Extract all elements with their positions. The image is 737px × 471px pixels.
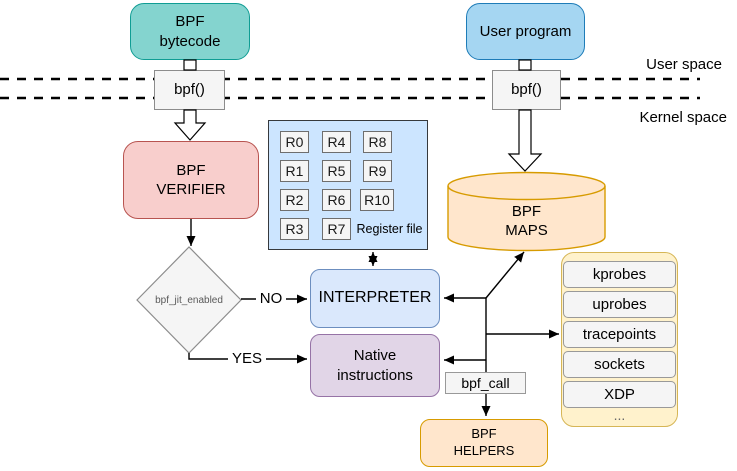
bpf-verifier-node: BPF VERIFIER — [123, 141, 259, 219]
hook-tracepoints: tracepoints — [563, 321, 676, 348]
register-r0: R0 — [280, 131, 309, 153]
register-r3: R3 — [280, 218, 309, 240]
register-r6: R6 — [322, 189, 351, 211]
register-r9: R9 — [363, 160, 392, 182]
yes-label: YES — [228, 350, 266, 368]
jit-decision-label: bpf_jit_enabled — [155, 294, 223, 306]
bpf-syscall-left-node: bpf() — [154, 70, 225, 110]
user-program-node: User program — [466, 3, 585, 60]
interpreter-node: INTERPRETER — [310, 269, 440, 328]
hooks-ellipsis: ... — [613, 406, 626, 423]
hook-sockets: sockets — [563, 351, 676, 378]
bytecode-to-bpf-connector — [183, 59, 197, 71]
bpf-to-verifier-hollow-arrow — [173, 109, 207, 141]
register-r5: R5 — [322, 160, 351, 182]
hook-kprobes: kprobes — [563, 261, 676, 288]
bpf-call-label: bpf_call — [461, 374, 510, 391]
bpf-call-label-box: bpf_call — [445, 372, 526, 394]
trunk-to-maps-arrow — [485, 251, 525, 299]
hook-uprobes: uprobes — [563, 291, 676, 318]
bpf-verifier-label: BPF VERIFIER — [156, 161, 226, 199]
bpf-bytecode-node: BPF bytecode — [130, 3, 250, 60]
register-r8: R8 — [363, 131, 392, 153]
userprogram-to-bpf-connector — [518, 59, 532, 71]
bpf-syscall-right-label: bpf() — [511, 81, 542, 99]
bpf-helpers-node: BPF HELPERS — [420, 419, 548, 467]
bpf-syscall-right-node: bpf() — [492, 70, 561, 110]
user-space-label: User space — [646, 56, 722, 74]
bpf-to-maps-hollow-arrow — [507, 109, 543, 172]
register-r10: R10 — [360, 189, 394, 211]
bpf-helpers-label: BPF HELPERS — [453, 426, 515, 458]
bpf-syscall-left-label: bpf() — [174, 81, 205, 99]
interpreter-label: INTERPRETER — [318, 289, 432, 307]
register-file-label: Register file — [356, 221, 423, 236]
register-r2: R2 — [280, 189, 309, 211]
native-instructions-label: Native instructions — [337, 347, 413, 384]
kernel-space-label: Kernel space — [639, 109, 727, 127]
bpf-bytecode-label: BPF bytecode — [159, 13, 221, 50]
no-label: NO — [256, 290, 286, 308]
register-r1: R1 — [280, 160, 309, 182]
user-program-label: User program — [479, 22, 572, 40]
native-instructions-node: Native instructions — [310, 334, 440, 397]
register-r4: R4 — [322, 131, 351, 153]
bpf-maps-label: BPF MAPS — [505, 202, 548, 240]
hook-xdp: XDP — [563, 381, 676, 408]
register-r7: R7 — [322, 218, 351, 240]
